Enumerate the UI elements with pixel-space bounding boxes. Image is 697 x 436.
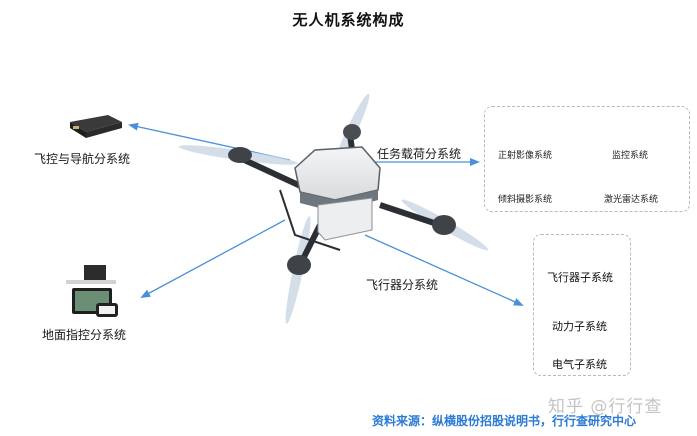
mission-payload-box: [484, 106, 690, 212]
payload-item-oblique: 倾斜摄影系统: [498, 195, 553, 205]
source-note: 资料来源：纵横股份招股说明书，行行查研究中心: [372, 414, 637, 428]
diagram-title: 无人机系统构成: [292, 11, 405, 29]
aircraft-subsystems-box: [533, 234, 631, 376]
ground-control-label: 地面指控分系统: [42, 328, 127, 342]
arrow-aircraft: [364, 234, 524, 306]
ground-control-station-image: [66, 265, 118, 317]
aircraft-item-airframe: 飞行器子系统: [547, 271, 613, 284]
aircraft-item-power: 动力子系统: [552, 320, 607, 333]
flight-control-label: 飞控与导航分系统: [34, 152, 131, 166]
payload-item-surveillance: 监控系统: [612, 151, 649, 161]
arrow-ground-control: [140, 219, 286, 298]
drone-illustration: [178, 93, 489, 324]
aircraft-item-electrical: 电气子系统: [552, 358, 607, 371]
aircraft-label: 飞行器分系统: [366, 278, 439, 292]
payload-item-lidar: 激光雷达系统: [604, 195, 659, 205]
flight-control-device-image: [70, 115, 122, 138]
payload-item-orthophoto: 正射影像系统: [498, 151, 553, 161]
watermark: 知乎 @行行查: [548, 397, 663, 417]
mission-payload-label: 任务载荷分系统: [377, 147, 462, 161]
